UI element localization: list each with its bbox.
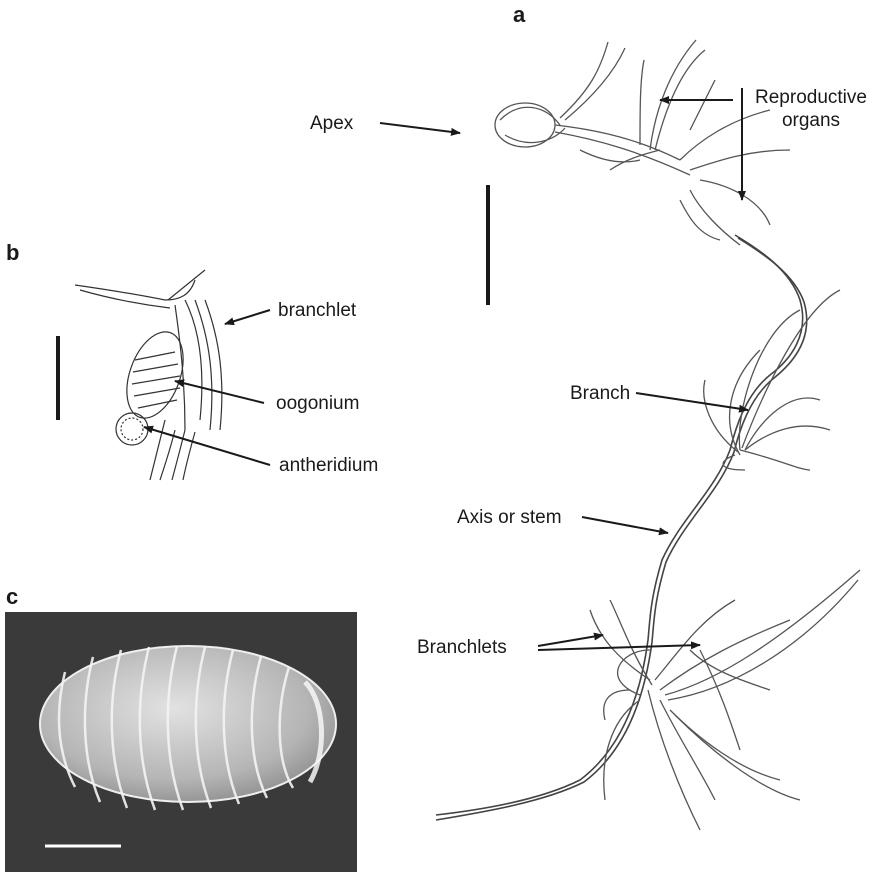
label-antheridium: antheridium: [279, 454, 378, 477]
label-axis-or-stem: Axis or stem: [457, 506, 562, 529]
arrow-branchlet: [225, 310, 270, 324]
label-branchlet: branchlet: [278, 299, 356, 322]
label-branchlets: Branchlets: [417, 636, 507, 659]
middle-whorl: [704, 290, 840, 470]
label-reproductive-organs: Reproductive organs: [741, 86, 881, 132]
label-apex: Apex: [310, 112, 353, 135]
panel-b-sketch: [75, 270, 222, 480]
label-branch: Branch: [570, 382, 630, 405]
arrow-axis: [582, 517, 668, 533]
label-reproductive-line2: organs: [741, 109, 881, 132]
label-reproductive-line1: Reproductive: [741, 86, 881, 109]
arrow-branchlets-1: [538, 635, 603, 646]
oospore-specimen: [5, 612, 357, 872]
arrow-oogonium: [175, 381, 264, 403]
lower-whorl: [590, 570, 860, 830]
label-oogonium: oogonium: [276, 392, 359, 415]
arrow-branchlets-2: [538, 645, 700, 650]
arrow-antheridium: [144, 427, 270, 465]
arrow-apex: [380, 123, 460, 133]
apex-whorl: [495, 40, 790, 245]
sem-micrograph: [5, 612, 357, 872]
